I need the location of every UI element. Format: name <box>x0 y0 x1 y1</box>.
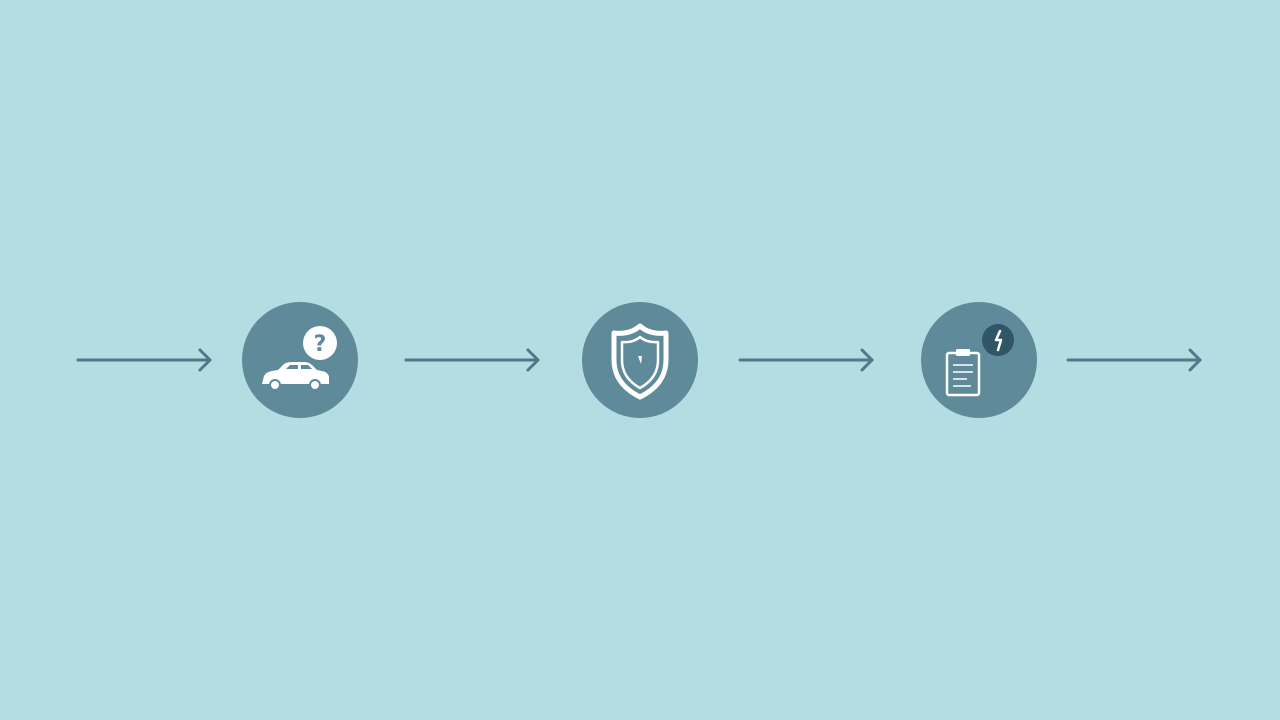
flow-arrow-2 <box>404 347 544 373</box>
shield-icon <box>611 323 669 400</box>
flow-arrow-4 <box>1066 347 1206 373</box>
question-mark-text: ? <box>314 332 327 357</box>
clipboard-document-icon <box>945 324 1014 397</box>
flow-arrow-3 <box>738 347 878 373</box>
step-1-circle: ? <box>242 302 358 418</box>
step-2-circle <box>582 302 698 418</box>
flow-arrow-1 <box>76 347 216 373</box>
step-3-circle <box>921 302 1037 418</box>
car-question-icon: ? <box>262 326 337 391</box>
